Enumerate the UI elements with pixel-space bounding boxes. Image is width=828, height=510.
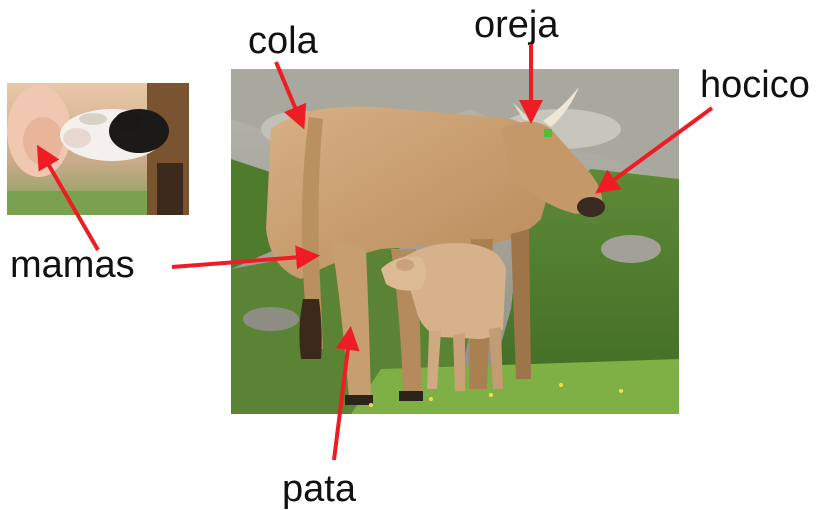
- main-photo-cow-and-calf: [231, 69, 679, 414]
- label-cola: cola: [248, 20, 318, 62]
- inset-photo-suckling: [7, 83, 189, 215]
- label-oreja: oreja: [474, 4, 559, 46]
- label-hocico: hocico: [700, 64, 810, 106]
- label-mamas: mamas: [10, 244, 135, 286]
- label-pata: pata: [282, 468, 356, 510]
